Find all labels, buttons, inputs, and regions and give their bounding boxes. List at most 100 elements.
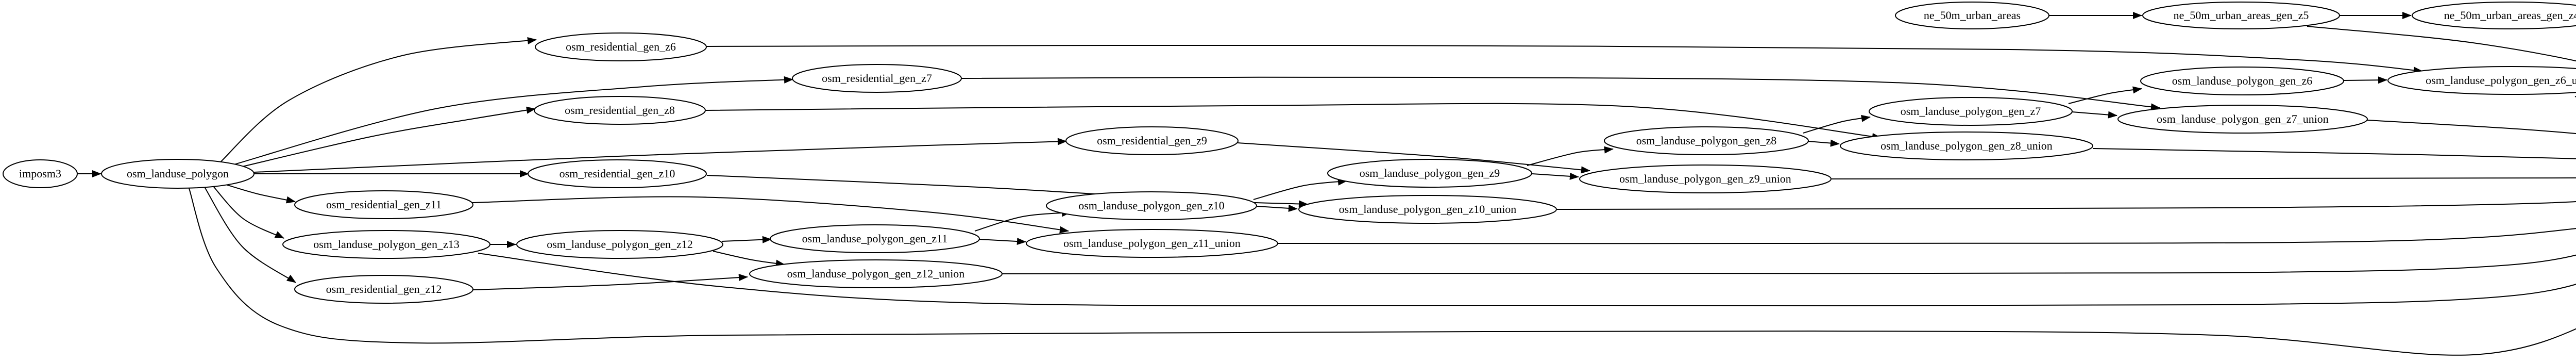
edge-ne_50m_urban_areas_gen_z5-to-layer_landuse.z5 [2307, 26, 2576, 62]
node-osm_residential_gen_z10: osm_residential_gen_z10 [528, 159, 707, 188]
node-osm_residential_gen_z12: osm_residential_gen_z12 [294, 275, 473, 304]
node-osm_landuse_polygon_gen_z9: osm_landuse_polygon_gen_z9 [1327, 159, 1532, 188]
edge-osm_landuse_polygon-to-osm_residential_gen_z12 [204, 186, 296, 283]
node-osm_landuse_polygon_gen_z7: osm_landuse_polygon_gen_z7 [1869, 97, 2073, 126]
edge-osm_landuse_polygon-to-osm_landuse_polygon_gen_z13 [212, 185, 284, 239]
node-shape-imposm3 [3, 159, 78, 188]
node-shape-osm_landuse_polygon_gen_z12 [516, 230, 723, 259]
node-imposm3: imposm3 [3, 159, 78, 188]
edge-osm_landuse_polygon_gen_z11-to-osm_landuse_polygon_gen_z10 [974, 209, 1071, 232]
node-osm_residential_gen_z8: osm_residential_gen_z8 [534, 96, 706, 125]
node-shape-ne_50m_urban_areas_gen_z5 [2142, 2, 2340, 29]
node-label-osm_residential_gen_z6: osm_residential_gen_z6 [566, 40, 676, 53]
edge-osm_landuse_polygon-to-osm_residential_gen_z9 [253, 138, 1067, 173]
edge-osm_landuse_polygon_gen_z12-to-osm_landuse_polygon_gen_z12_union [713, 251, 785, 267]
node-osm_landuse_polygon: osm_landuse_polygon [101, 159, 255, 189]
node-label-osm_landuse_polygon_gen_z10_union: osm_landuse_polygon_gen_z10_union [1339, 203, 1517, 216]
node-shape-osm_landuse_polygon_gen_z12_union [749, 259, 1003, 288]
edge-layer [77, 12, 2576, 356]
node-osm_landuse_polygon_gen_z11_union: osm_landuse_polygon_gen_z11_union [1026, 229, 1278, 258]
edge-osm_landuse_polygon_gen_z13-to-layer_landuse.z13 [478, 253, 2576, 306]
edge-osm_residential_gen_z9-to-osm_landuse_polygon_gen_z9_union [1237, 142, 1590, 174]
node-ne_50m_urban_areas_gen_z4: ne_50m_urban_areas_gen_z4 [2412, 2, 2576, 29]
node-shape-osm_landuse_polygon_gen_z9 [1327, 159, 1532, 188]
edge-osm_landuse_polygon_gen_z12_union-to-layer_landuse.z12 [1002, 254, 2576, 274]
edge-osm_landuse_polygon-to-osm_residential_gen_z6 [218, 37, 537, 164]
node-ne_50m_urban_areas: ne_50m_urban_areas [1895, 2, 2049, 29]
node-osm_landuse_polygon_gen_z13: osm_landuse_polygon_gen_z13 [282, 230, 490, 259]
node-label-osm_residential_gen_z9: osm_residential_gen_z9 [1097, 134, 1207, 147]
node-shape-osm_residential_gen_z9 [1065, 126, 1239, 155]
node-osm_residential_gen_z6: osm_residential_gen_z6 [535, 32, 707, 61]
edge-osm_landuse_polygon_gen_z9-to-osm_landuse_polygon_gen_z8 [1527, 146, 1614, 166]
node-label-osm_landuse_polygon_gen_z6_union: osm_landuse_polygon_gen_z6_union [2426, 74, 2576, 87]
edge-osm_landuse_polygon_gen_z7-to-osm_landuse_polygon_gen_z7_union [2072, 111, 2117, 119]
node-ne_50m_urban_areas_gen_z5: ne_50m_urban_areas_gen_z5 [2142, 2, 2340, 29]
edge-osm_landuse_polygon_gen_z12-to-osm_landuse_polygon_gen_z11 [721, 236, 772, 243]
node-label-osm_landuse_polygon_gen_z11: osm_landuse_polygon_gen_z11 [802, 232, 948, 245]
node-shape-osm_landuse_polygon_gen_z7 [1869, 97, 2073, 126]
node-shape-osm_residential_gen_z11 [294, 190, 473, 219]
edge-osm_residential_gen_z6-to-osm_landuse_polygon_gen_z6_union [706, 44, 2423, 74]
node-layer: imposm3 osm_landuse_polygon osm_residentia… [3, 2, 2576, 304]
node-label-osm_landuse_polygon_gen_z7: osm_landuse_polygon_gen_z7 [1901, 105, 2041, 118]
node-label-osm_landuse_polygon_gen_z11_union: osm_landuse_polygon_gen_z11_union [1063, 237, 1241, 250]
edge-osm_landuse_polygon-to-osm_residential_gen_z11 [222, 183, 296, 204]
edge-osm_landuse_polygon-to-osm_residential_gen_z7 [230, 76, 793, 166]
edge-osm_residential_gen_z11-to-osm_landuse_polygon_gen_z11_union [472, 196, 1069, 234]
node-osm_residential_gen_z7: osm_residential_gen_z7 [792, 64, 962, 93]
edge-osm_landuse_polygon-to-layer_landuse.z14+ [188, 186, 2576, 356]
edge-osm_landuse_polygon_gen_z10-to-osm_landuse_polygon_gen_z10_union [1257, 204, 1298, 212]
node-osm_landuse_polygon_gen_z11: osm_landuse_polygon_gen_z11 [770, 224, 980, 253]
node-label-ne_50m_urban_areas_gen_z5: ne_50m_urban_areas_gen_z5 [2174, 9, 2309, 22]
node-shape-osm_residential_gen_z6 [535, 32, 707, 61]
node-osm_landuse_polygon_gen_z12: osm_landuse_polygon_gen_z12 [516, 230, 723, 259]
edge-osm_landuse_polygon_gen_z11-to-osm_landuse_polygon_gen_z11_union [979, 238, 1026, 245]
edge-osm_landuse_polygon_gen_z7_union-to-layer_landuse.z7 [2367, 120, 2576, 135]
node-label-ne_50m_urban_areas_gen_z4: ne_50m_urban_areas_gen_z4 [2444, 9, 2576, 22]
node-shape-osm_residential_gen_z8 [534, 96, 706, 125]
edge-osm_landuse_polygon-to-osm_residential_gen_z8 [235, 106, 536, 169]
edge-osm_landuse_polygon_gen_z8_union-to-layer_landuse.z8 [2092, 148, 2576, 159]
node-label-osm_landuse_polygon_gen_z8: osm_landuse_polygon_gen_z8 [1636, 134, 1777, 147]
node-label-osm_landuse_polygon_gen_z9_union: osm_landuse_polygon_gen_z9_union [1619, 172, 1791, 185]
node-shape-ne_50m_urban_areas_gen_z4 [2412, 2, 2576, 29]
node-label-osm_landuse_polygon_gen_z12_union: osm_landuse_polygon_gen_z12_union [787, 267, 965, 280]
node-label-osm_landuse_polygon_gen_z10: osm_landuse_polygon_gen_z10 [1078, 199, 1225, 212]
node-osm_landuse_polygon_gen_z10: osm_landuse_polygon_gen_z10 [1046, 191, 1257, 220]
node-osm_landuse_polygon_gen_z8: osm_landuse_polygon_gen_z8 [1604, 126, 1809, 155]
edge-osm_landuse_polygon_gen_z8-to-osm_landuse_polygon_gen_z7 [1803, 114, 1871, 134]
node-osm_residential_gen_z9: osm_residential_gen_z9 [1065, 126, 1239, 155]
node-shape-osm_landuse_polygon_gen_z7_union [2117, 105, 2368, 134]
node-shape-osm_landuse_polygon_gen_z11_union [1026, 229, 1278, 258]
node-shape-osm_residential_gen_z12 [294, 275, 473, 304]
node-shape-osm_landuse_polygon_gen_z11 [770, 224, 980, 253]
node-label-osm_residential_gen_z7: osm_residential_gen_z7 [822, 72, 932, 85]
node-osm_landuse_polygon_gen_z6: osm_landuse_polygon_gen_z6 [2140, 67, 2344, 95]
node-shape-ne_50m_urban_areas [1895, 2, 2049, 29]
edge-osm_residential_gen_z12-to-osm_landuse_polygon_gen_z12_union [472, 274, 748, 290]
node-shape-osm_landuse_polygon_gen_z6 [2140, 67, 2344, 95]
node-osm_landuse_polygon_gen_z12_union: osm_landuse_polygon_gen_z12_union [749, 259, 1003, 288]
node-osm_landuse_polygon_gen_z8_union: osm_landuse_polygon_gen_z8_union [1840, 131, 2093, 160]
node-shape-osm_landuse_polygon [101, 159, 255, 189]
node-shape-osm_landuse_polygon_gen_z8_union [1840, 131, 2093, 160]
node-label-osm_landuse_polygon_gen_z8_union: osm_landuse_polygon_gen_z8_union [1880, 139, 2053, 152]
node-shape-osm_landuse_polygon_gen_z10 [1046, 191, 1257, 220]
node-label-osm_residential_gen_z12: osm_residential_gen_z12 [326, 283, 442, 295]
node-label-ne_50m_urban_areas: ne_50m_urban_areas [1924, 9, 2021, 22]
edge-osm_landuse_polygon_gen_z10_union-to-layer_landuse.z10 [1556, 201, 2576, 210]
node-shape-osm_residential_gen_z10 [528, 159, 707, 188]
node-osm_landuse_polygon_gen_z9_union: osm_landuse_polygon_gen_z9_union [1579, 164, 1832, 193]
edge-osm_landuse_polygon_gen_z8-to-osm_landuse_polygon_gen_z8_union [1808, 139, 1840, 147]
node-label-osm_landuse_polygon: osm_landuse_polygon [127, 167, 229, 180]
node-shape-osm_landuse_polygon_gen_z6_union [2387, 66, 2576, 95]
edge-osm_residential_gen_z7-to-osm_landuse_polygon_gen_z7_union [961, 76, 2160, 111]
node-label-imposm3: imposm3 [19, 167, 61, 180]
node-label-osm_landuse_polygon_gen_z13: osm_landuse_polygon_gen_z13 [313, 238, 460, 251]
node-shape-osm_landuse_polygon_gen_z13 [282, 230, 490, 259]
node-shape-osm_landuse_polygon_gen_z9_union [1579, 164, 1832, 193]
edge-osm_residential_gen_z8-to-osm_landuse_polygon_gen_z8_union [705, 103, 1882, 140]
node-label-osm_residential_gen_z8: osm_residential_gen_z8 [565, 104, 675, 117]
